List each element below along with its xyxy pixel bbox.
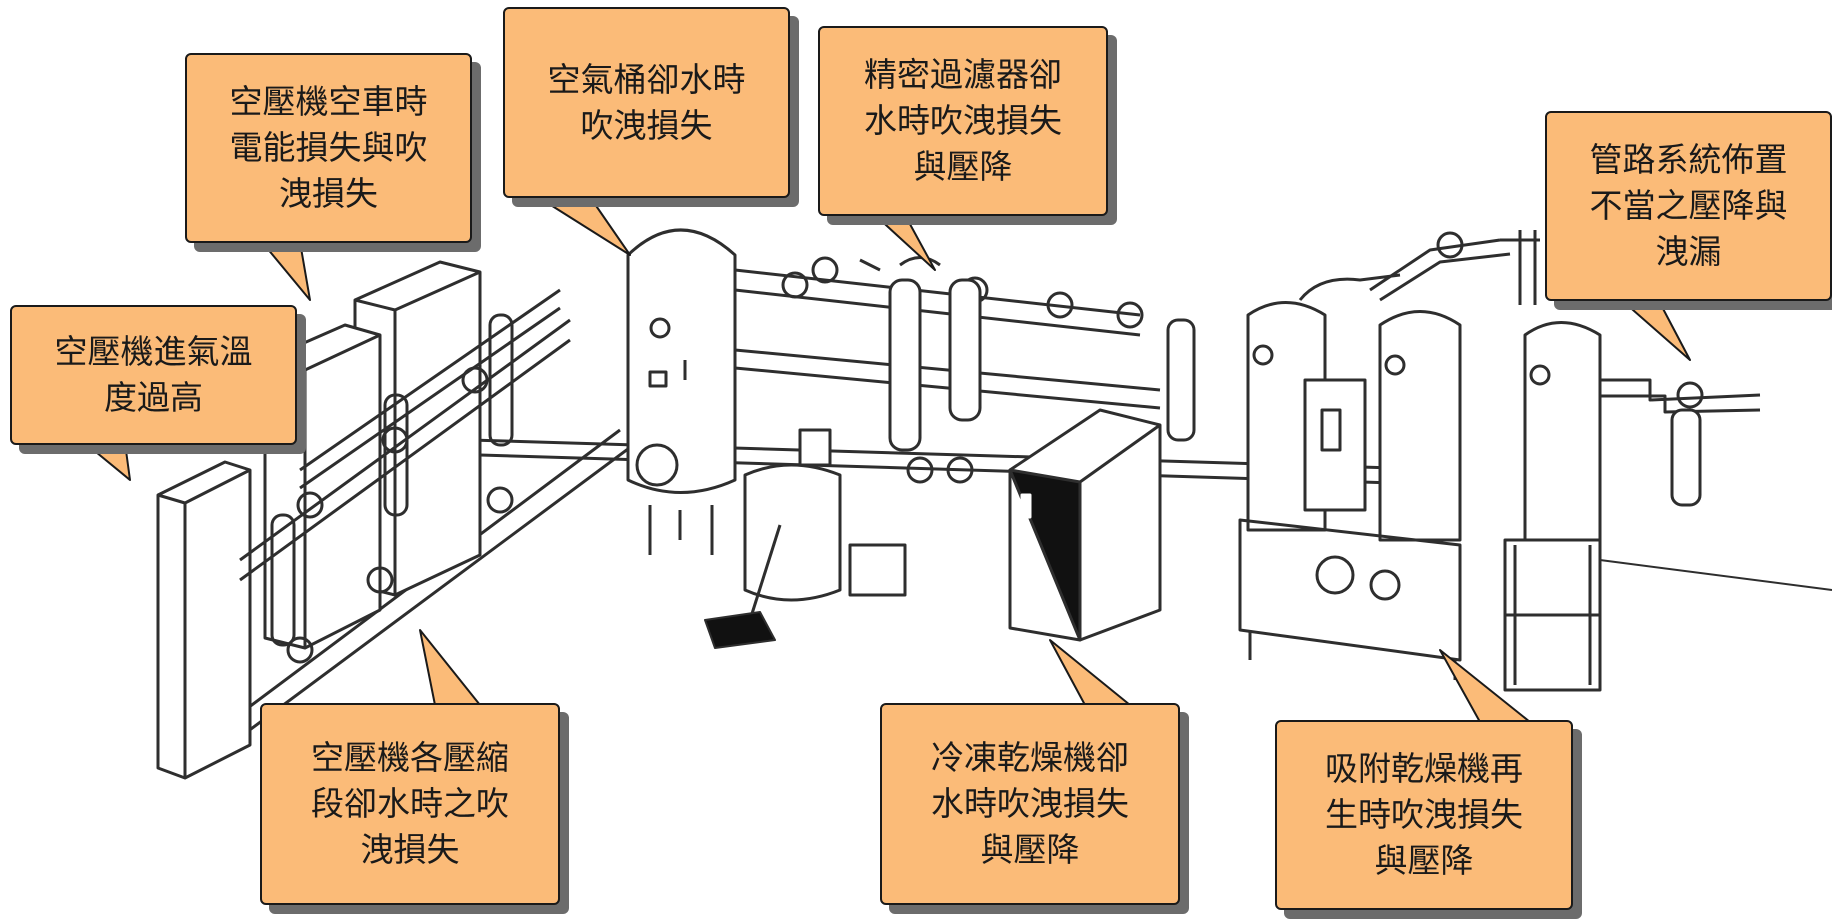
outlet-tower-and-pipe — [1500, 230, 1761, 692]
callout-precision-filter-loss: 精密過濾器卻水時吹洩損失與壓降 — [818, 26, 1108, 216]
callout-line: 空壓機空車時 — [229, 82, 428, 121]
pointer-c1 — [261, 241, 311, 301]
pointer-c4 — [1624, 302, 1691, 361]
pointer-c7 — [1049, 639, 1131, 706]
drain-tank — [704, 428, 907, 649]
callout-desiccant-dryer-loss: 吸附乾燥機再生時吹洩損失與壓降 — [1275, 720, 1573, 910]
callout-line: 水時吹洩損失 — [931, 784, 1129, 823]
callout-pointers — [84, 196, 1691, 723]
callout-line: 與壓降 — [980, 830, 1080, 869]
desiccant-dryer — [1238, 231, 1511, 680]
callout-line: 生時吹洩損失 — [1325, 795, 1523, 834]
callout-compressor-idle-loss: 空壓機空車時電能損失與吹洩損失 — [185, 53, 472, 243]
callout-line: 段卻水時之吹 — [311, 784, 509, 823]
pointer-c2 — [537, 196, 631, 256]
callout-line: 洩損失 — [360, 830, 460, 869]
pointer-c6 — [419, 629, 481, 706]
callout-line: 吹洩損失 — [580, 105, 713, 145]
callout-line: 空壓機進氣溫 — [54, 332, 253, 371]
callout-line: 空壓機各壓縮 — [311, 738, 509, 777]
callout-intake-temperature: 空壓機進氣溫度過高 — [10, 305, 297, 445]
precision-filters — [888, 278, 1196, 452]
pointer-c5 — [84, 442, 131, 481]
callout-compression-stage-drain-loss: 空壓機各壓縮段卻水時之吹洩損失 — [260, 703, 560, 905]
air-receiver-tank — [626, 228, 737, 555]
callout-line: 電能損失與吹 — [229, 128, 428, 167]
callout-line: 冷凍乾燥機卻 — [931, 738, 1129, 777]
callout-line: 與壓降 — [1374, 841, 1474, 880]
callout-receiver-drain-loss: 空氣桶卻水時吹洩損失 — [503, 7, 790, 198]
callout-piping-layout-loss: 管路系統佈置不當之壓降與洩漏 — [1545, 111, 1832, 301]
callout-line: 空氣桶卻水時 — [547, 59, 746, 99]
callout-line: 精密過濾器卻 — [864, 55, 1062, 94]
callout-line: 與壓降 — [913, 147, 1013, 186]
callout-line: 度過高 — [104, 378, 203, 417]
callout-line: 管路系統佈置 — [1589, 140, 1788, 179]
refrigerated-dryer — [1008, 408, 1162, 642]
air-compressor-front — [156, 460, 252, 780]
callout-line: 吸附乾燥機再 — [1325, 749, 1523, 788]
main-header-pipe — [734, 256, 1161, 484]
compressor-piping — [239, 288, 571, 664]
callout-line: 洩損失 — [279, 174, 378, 213]
callout-line: 水時吹洩損失 — [864, 101, 1062, 140]
callout-refrigerated-dryer-loss: 冷凍乾燥機卻水時吹洩損失與壓降 — [880, 703, 1180, 905]
callout-line: 不當之壓降與 — [1589, 186, 1788, 225]
callout-line: 洩漏 — [1655, 232, 1722, 271]
